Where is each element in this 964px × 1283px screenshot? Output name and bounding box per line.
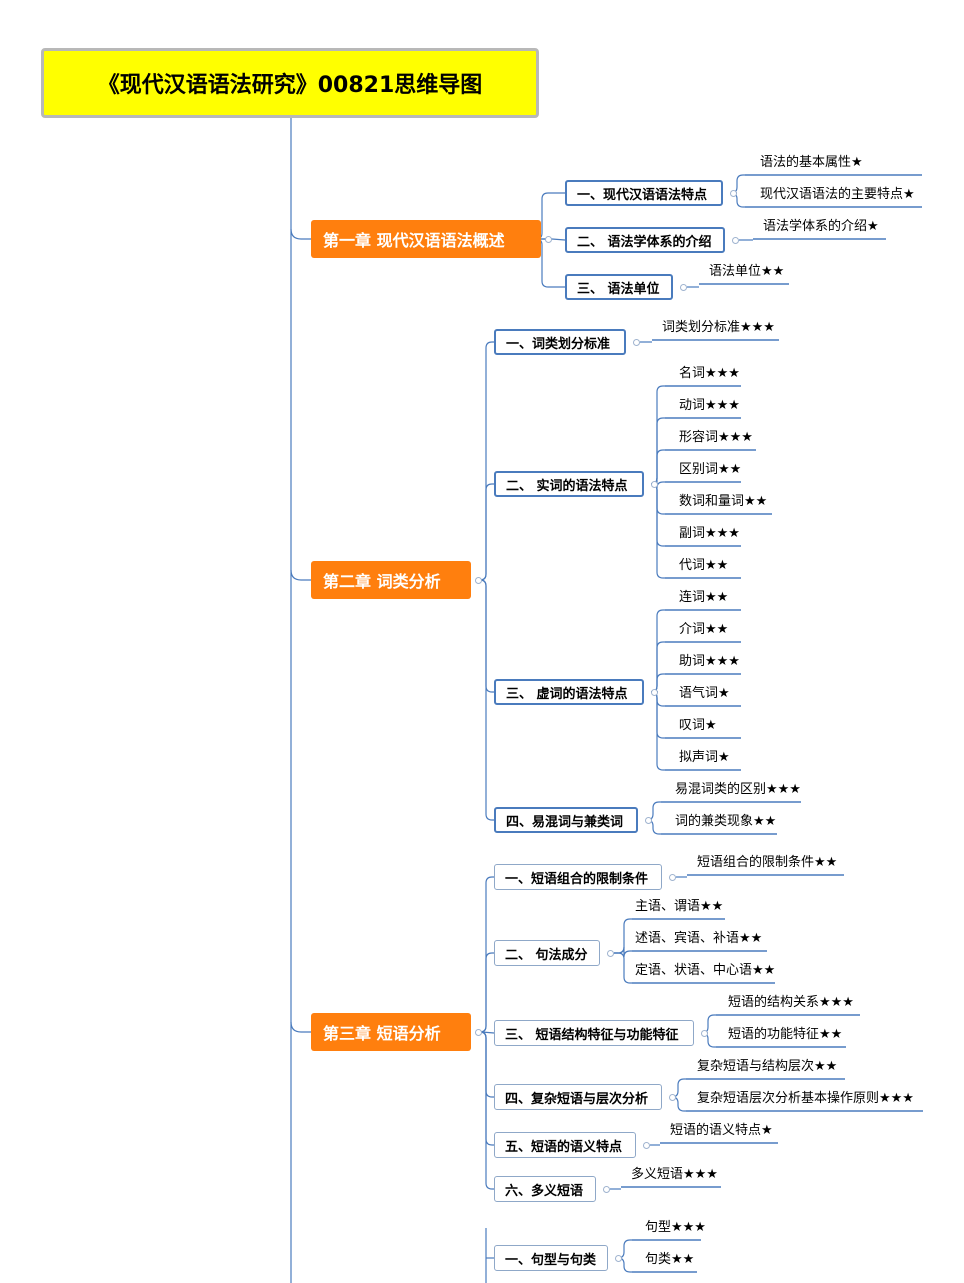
- leaf-topic[interactable]: 句类★★: [645, 1252, 695, 1267]
- leaf-topic[interactable]: 语气词★: [679, 686, 730, 701]
- leaf-topic[interactable]: 语法单位★★: [709, 264, 785, 279]
- section-node[interactable]: 三、 虚词的语法特点: [494, 679, 644, 705]
- collapse-circle-icon[interactable]: [669, 874, 676, 881]
- leaf-topic[interactable]: 易混词类的区别★★★: [675, 782, 801, 797]
- collapse-circle-icon[interactable]: [669, 1094, 676, 1101]
- leaf-topic[interactable]: 复杂短语与结构层次★★: [697, 1059, 838, 1074]
- section-leaf-line: [650, 449, 665, 485]
- leaf-topic[interactable]: 代词★★: [679, 558, 729, 573]
- section-node[interactable]: 一、现代汉语语法特点: [565, 180, 723, 206]
- collapse-circle-icon[interactable]: [680, 284, 687, 291]
- leaf-topic[interactable]: 现代汉语语法的主要特点★: [760, 187, 915, 202]
- collapse-circle-icon[interactable]: [545, 236, 552, 243]
- leaf-topic[interactable]: 主语、谓语★★: [635, 899, 724, 914]
- chapter-section-line: [479, 952, 494, 1033]
- chapter-node[interactable]: 第三章 短语分析: [311, 1013, 471, 1051]
- collapse-circle-icon[interactable]: [615, 1255, 622, 1262]
- chapter-section-line: [479, 579, 494, 821]
- trunk-branch-line: [290, 1021, 311, 1033]
- section-node[interactable]: 四、易混词与兼类词: [494, 807, 638, 833]
- chapter-node[interactable]: 第二章 词类分析: [311, 561, 471, 599]
- leaf-topic[interactable]: 多义短语★★★: [631, 1167, 718, 1182]
- chapter-section-line: [479, 1031, 494, 1098]
- section-node[interactable]: 二、 实词的语法特点: [494, 471, 644, 497]
- section-node[interactable]: 二、 句法成分: [494, 940, 600, 966]
- leaf-topic[interactable]: 复杂短语层次分析基本操作原则★★★: [697, 1091, 914, 1106]
- leaf-topic[interactable]: 连词★★: [679, 590, 729, 605]
- leaf-topic[interactable]: 词类划分标准★★★: [662, 320, 775, 335]
- trunk-branch-line: [290, 228, 311, 240]
- section-leaf-line: [650, 385, 665, 485]
- leaf-topic[interactable]: 句型★★★: [645, 1220, 706, 1235]
- leaf-topic[interactable]: 叹词★: [679, 718, 717, 733]
- leaf-topic[interactable]: 短语的功能特征★★: [728, 1027, 843, 1042]
- chapter-section-line: [551, 238, 566, 241]
- leaf-topic[interactable]: 词的兼类现象★★: [675, 814, 777, 829]
- section-leaf-line: [650, 483, 665, 515]
- section-leaf-line: [650, 483, 665, 579]
- section-leaf-line: [650, 641, 665, 693]
- section-leaf-line: [650, 417, 665, 485]
- collapse-circle-icon[interactable]: [643, 1142, 650, 1149]
- section-node[interactable]: 一、词类划分标准: [494, 329, 626, 355]
- chapter-section-line: [479, 483, 494, 581]
- leaf-topic[interactable]: 述语、宾语、补语★★: [635, 931, 763, 946]
- section-node[interactable]: 六、多义短语: [494, 1176, 596, 1202]
- collapse-circle-icon[interactable]: [651, 689, 658, 696]
- collapse-circle-icon[interactable]: [603, 1186, 610, 1193]
- collapse-circle-icon[interactable]: [651, 481, 658, 488]
- collapse-circle-icon[interactable]: [475, 1029, 482, 1036]
- section-leaf-line: [650, 691, 665, 739]
- leaf-topic[interactable]: 名词★★★: [679, 366, 740, 381]
- collapse-circle-icon[interactable]: [633, 339, 640, 346]
- section-node[interactable]: 五、短语的语义特点: [494, 1132, 636, 1158]
- collapse-circle-icon[interactable]: [732, 237, 739, 244]
- leaf-topic[interactable]: 区别词★★: [679, 462, 742, 477]
- section-leaf-line: [614, 952, 632, 984]
- chapter-section-line: [479, 1031, 494, 1190]
- collapse-circle-icon[interactable]: [701, 1030, 708, 1037]
- chapter-section-line: [479, 579, 494, 693]
- leaf-topic[interactable]: 语法的基本属性★: [760, 155, 863, 170]
- collapse-circle-icon[interactable]: [730, 190, 737, 197]
- section-node[interactable]: 一、短语组合的限制条件: [494, 864, 662, 890]
- chapter-section-line: [479, 341, 494, 581]
- section-leaf-line: [614, 918, 632, 954]
- trunk-branch-line: [290, 569, 311, 581]
- collapse-circle-icon[interactable]: [645, 817, 652, 824]
- section-leaf-line: [614, 946, 632, 958]
- leaf-topic[interactable]: 短语组合的限制条件★★: [697, 855, 838, 870]
- section-node[interactable]: 四、复杂短语与层次分析: [494, 1084, 662, 1110]
- section-node[interactable]: 三、 语法单位: [565, 274, 673, 300]
- chapter-section-line: [481, 1031, 495, 1034]
- chapter-node[interactable]: 第一章 现代汉语语法概述: [311, 220, 541, 258]
- section-node[interactable]: 三、 短语结构特征与功能特征: [494, 1020, 694, 1046]
- map-title: 《现代汉语语法研究》00821思维导图: [41, 48, 539, 118]
- collapse-circle-icon[interactable]: [607, 950, 614, 957]
- leaf-topic[interactable]: 介词★★: [679, 622, 729, 637]
- section-leaf-line: [650, 483, 665, 547]
- section-leaf-line: [650, 609, 665, 693]
- chapter-section-line: [479, 1031, 494, 1146]
- leaf-topic[interactable]: 拟声词★: [679, 750, 730, 765]
- leaf-topic[interactable]: 动词★★★: [679, 398, 740, 413]
- leaf-topic[interactable]: 语法学体系的介绍★: [763, 219, 879, 234]
- collapse-circle-icon[interactable]: [475, 577, 482, 584]
- leaf-topic[interactable]: 形容词★★★: [679, 430, 753, 445]
- section-node[interactable]: 一、句型与句类: [494, 1245, 608, 1271]
- leaf-topic[interactable]: 副词★★★: [679, 526, 740, 541]
- section-node[interactable]: 二、 语法学体系的介绍: [565, 227, 725, 253]
- leaf-topic[interactable]: 短语的语义特点★: [670, 1123, 773, 1138]
- leaf-topic[interactable]: 助词★★★: [679, 654, 740, 669]
- leaf-topic[interactable]: 数词和量词★★: [679, 494, 768, 509]
- leaf-topic[interactable]: 定语、状语、中心语★★: [635, 963, 776, 978]
- leaf-topic[interactable]: 短语的结构关系★★★: [728, 995, 854, 1010]
